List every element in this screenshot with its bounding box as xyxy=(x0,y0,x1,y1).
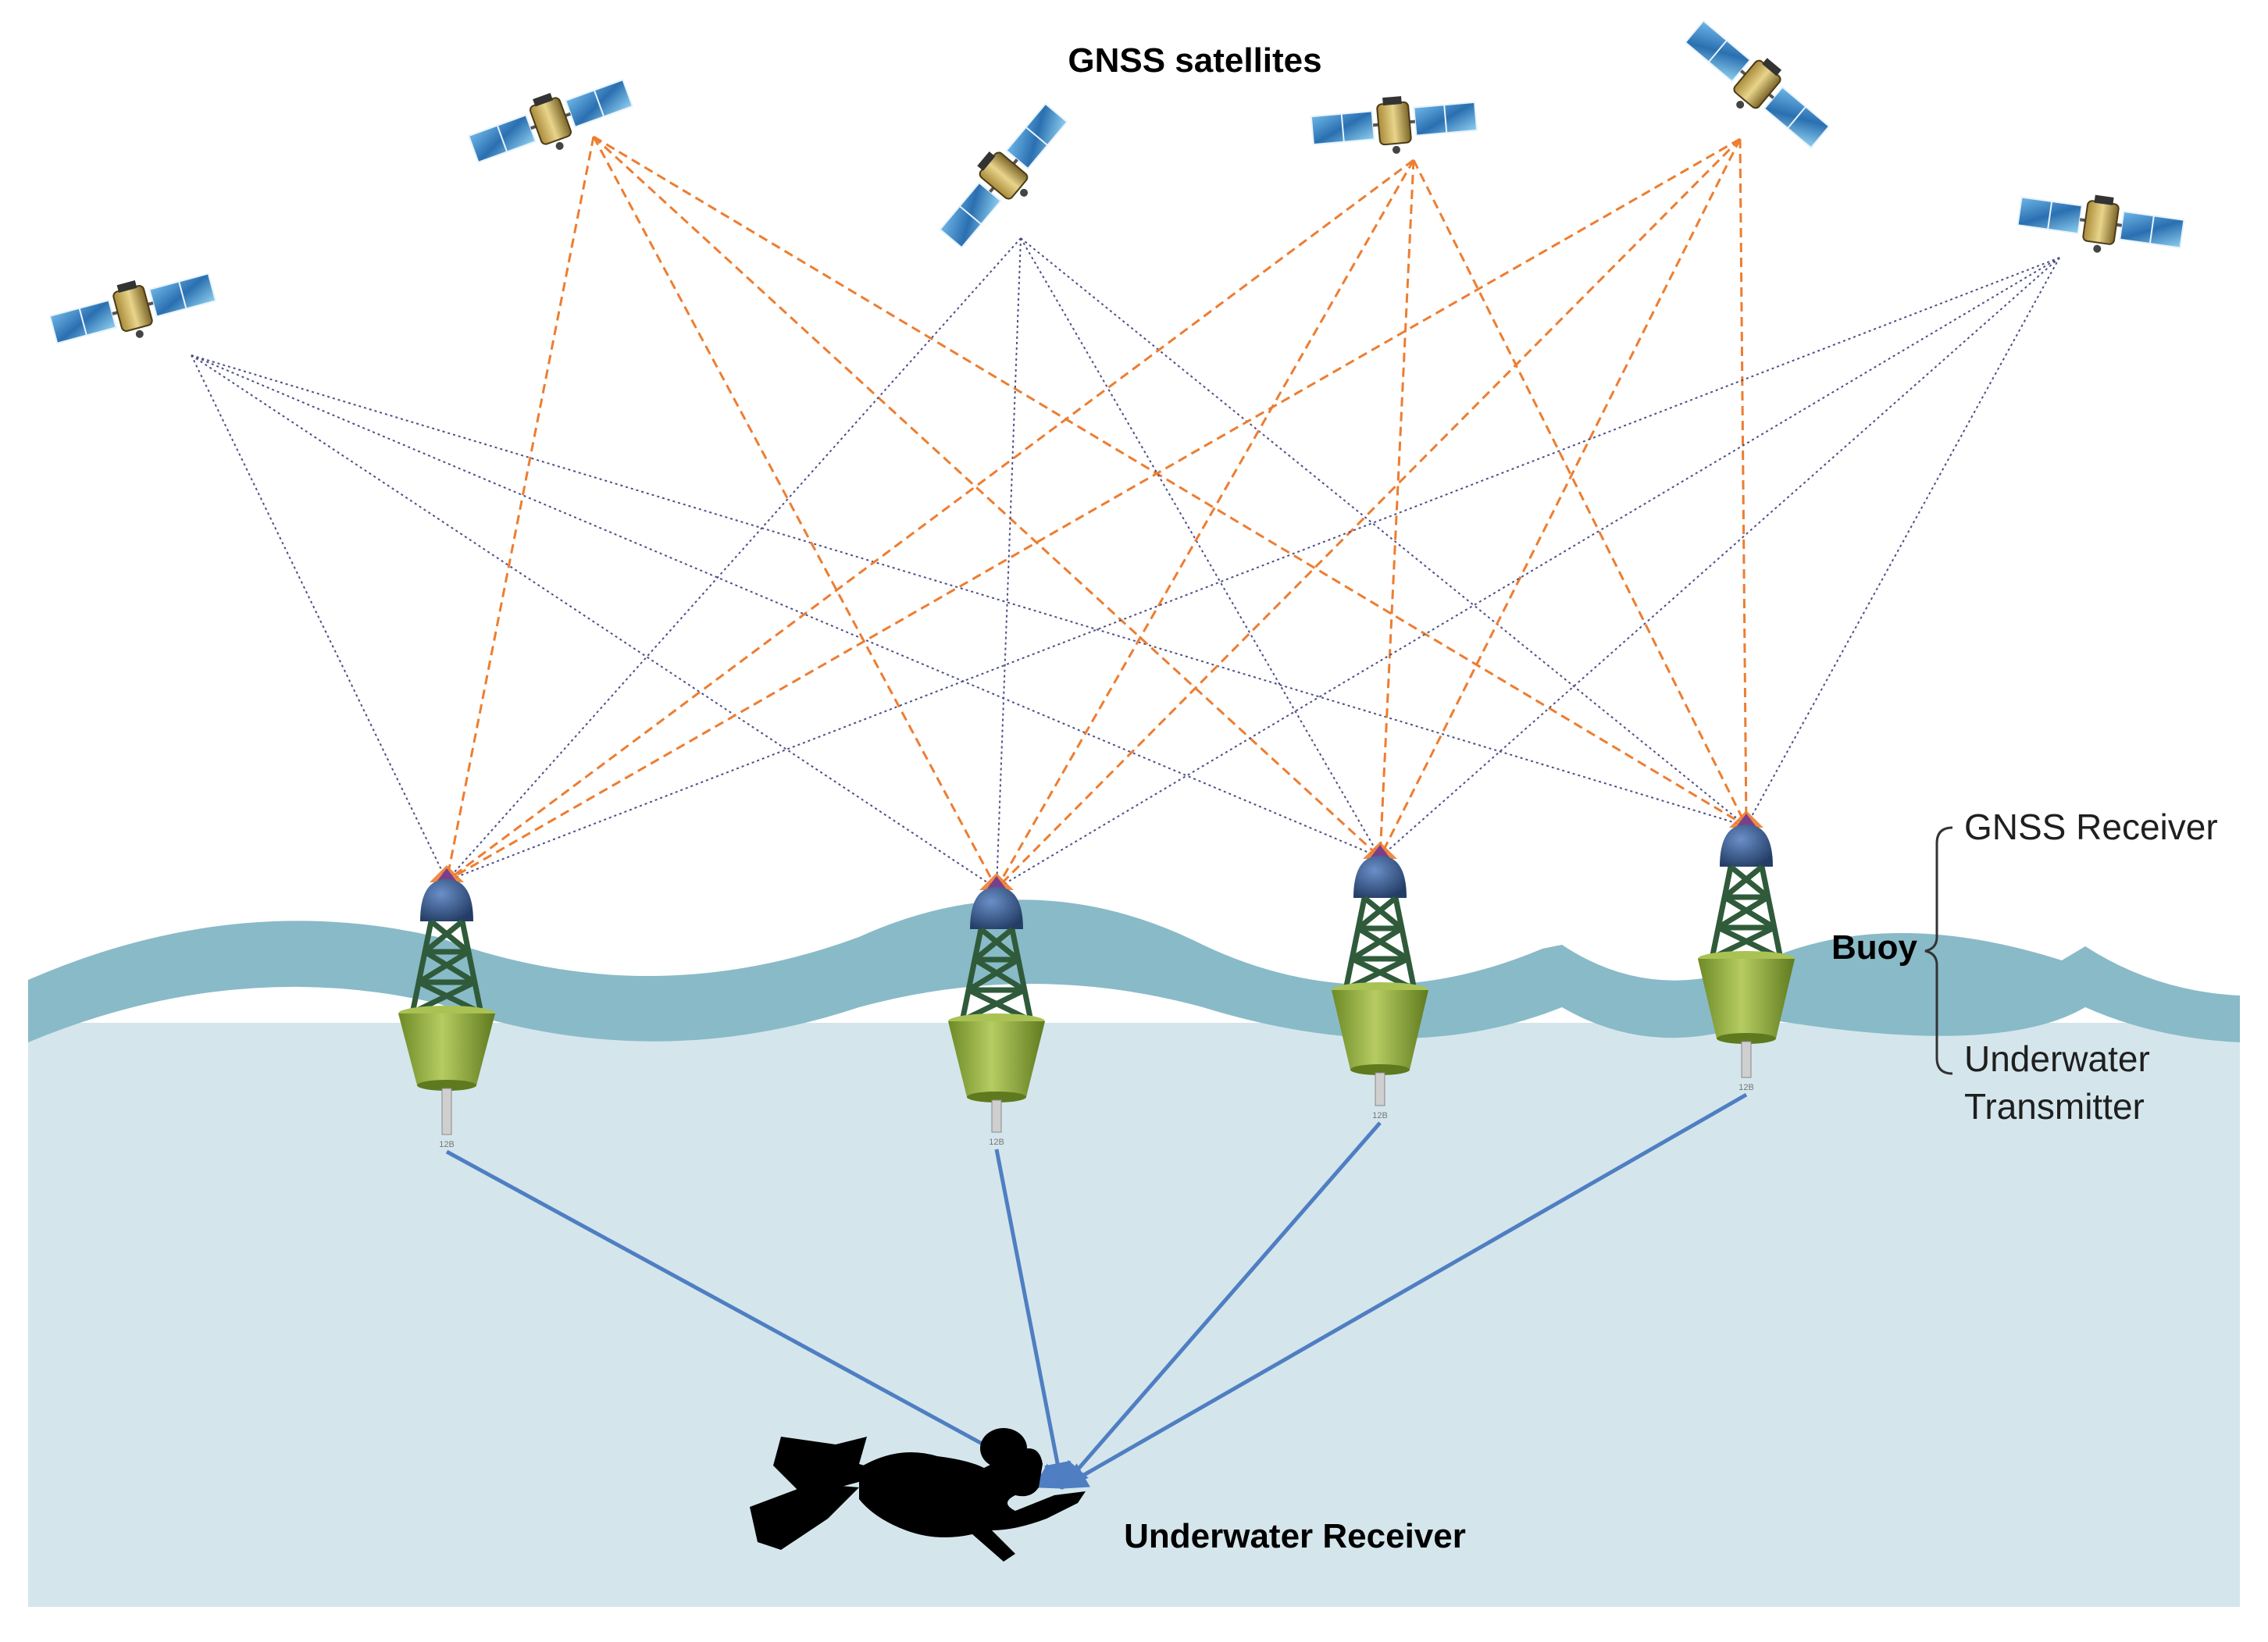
transmitter-tag: 12B xyxy=(439,1140,455,1149)
buoy-2: 12B xyxy=(948,873,1045,1147)
transmitter-label-line1: Underwater xyxy=(1964,1038,2150,1079)
buoy-3: 12B xyxy=(1332,842,1428,1120)
satellite-icon-5 xyxy=(1684,20,1831,149)
satellite-icon-2 xyxy=(467,78,634,164)
acoustic-link-buoy-2 xyxy=(994,1149,1072,1491)
signal-line-sat-5-buoy-2 xyxy=(995,137,1742,890)
sea-surface xyxy=(28,899,2240,1042)
signal-line-sat-6-buoy-4 xyxy=(1746,257,2060,827)
signal-line-sat-2-buoy-4 xyxy=(593,135,1747,828)
signal-line-sat-4-buoy-1 xyxy=(446,159,1414,882)
signal-line-sat-3-buoy-4 xyxy=(1020,237,1747,827)
signal-line-sat-2-buoy-3 xyxy=(592,135,1382,859)
transmitter-tag: 12B xyxy=(989,1138,1004,1147)
satellite-icon-1 xyxy=(48,272,217,344)
signal-line-sat-6-buoy-2 xyxy=(996,257,2060,889)
signal-line-sat-3-buoy-2 xyxy=(996,237,1022,889)
acoustic-link-buoy-3 xyxy=(1060,1121,1382,1490)
buoy-brace xyxy=(1924,826,1953,1075)
gnss-satellites xyxy=(48,20,2185,344)
signal-line-sat-6-buoy-1 xyxy=(446,257,2060,882)
acoustic-lines xyxy=(445,1092,1748,1491)
signal-line-sat-1-buoy-1 xyxy=(191,354,448,882)
signal-line-sat-5-buoy-3 xyxy=(1378,138,1742,858)
transmitter-tag: 12B xyxy=(1372,1111,1388,1120)
sea-body xyxy=(28,1023,2240,1607)
transmitter-tag: 12B xyxy=(1738,1083,1754,1092)
transmitter-label-line2: Transmitter xyxy=(1964,1086,2145,1127)
satellites-label: GNSS satellites xyxy=(1068,41,1321,80)
buoy-1: 12B xyxy=(398,865,495,1149)
diver-silhouette xyxy=(750,1428,1086,1562)
acoustic-link-buoy-1 xyxy=(445,1149,1065,1490)
acoustic-link-buoy-4 xyxy=(1059,1092,1748,1490)
buoy-4: 12B xyxy=(1698,810,1795,1092)
signal-lines xyxy=(191,135,2060,890)
buoy-label: Buoy xyxy=(1831,928,1918,967)
signal-line-sat-1-buoy-3 xyxy=(191,354,1381,858)
signal-line-sat-3-buoy-1 xyxy=(446,237,1022,882)
satellite-icon-4 xyxy=(1310,96,1478,154)
satellite-icon-3 xyxy=(939,102,1068,249)
signal-line-sat-2-buoy-2 xyxy=(592,136,998,889)
gnss-receiver-label: GNSS Receiver xyxy=(1964,807,2218,847)
signal-line-sat-6-buoy-3 xyxy=(1379,257,2060,858)
signal-line-sat-4-buoy-3 xyxy=(1378,159,1415,858)
signal-line-sat-4-buoy-4 xyxy=(1412,159,1748,827)
signal-line-sat-2-buoy-1 xyxy=(445,136,595,882)
buoys: 12B 12B 12B 12B xyxy=(398,810,1795,1149)
underwater-receiver-label: Underwater Receiver xyxy=(1124,1517,1466,1555)
signal-line-sat-5-buoy-1 xyxy=(446,137,1741,882)
satellite-icon-6 xyxy=(2017,194,2185,253)
signal-line-sat-5-buoy-4 xyxy=(1738,138,1748,827)
signal-line-sat-1-buoy-2 xyxy=(191,354,997,889)
signal-line-sat-3-buoy-3 xyxy=(1020,237,1381,858)
signal-line-sat-4-buoy-2 xyxy=(995,159,1415,889)
